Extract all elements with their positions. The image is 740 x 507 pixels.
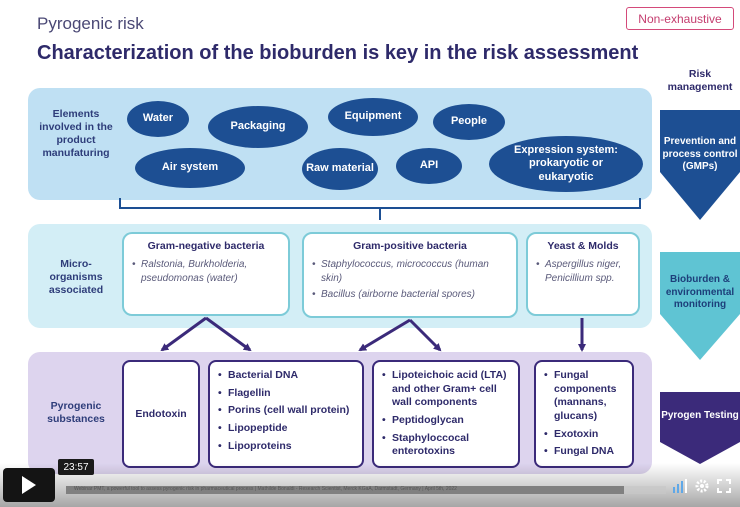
monitoring-label: Bioburden & environmental monitoring — [665, 274, 735, 310]
video-bar-gradient — [0, 463, 740, 507]
page-title: Characterization of the bioburden is key… — [37, 42, 639, 64]
progress-fill — [66, 486, 624, 494]
endotoxin-box: Endotoxin — [122, 360, 200, 468]
list-item: Bacillus (airborne bacterial spores) — [312, 288, 508, 302]
risk-management-heading: Risk management — [667, 68, 733, 94]
endotoxin-label: Endotoxin — [135, 408, 187, 420]
volume-icon[interactable] — [672, 478, 688, 494]
list-item: Lipopeptide — [218, 422, 354, 436]
yeast-molds-title: Yeast & Molds — [547, 240, 619, 252]
list-item: Porins (cell wall protein) — [218, 404, 354, 418]
gram-positive-components-list: Lipoteichoic acid (LTA) and other Gram+ … — [382, 369, 510, 459]
list-item: Bacterial DNA — [218, 369, 354, 383]
gram-negative-box: Gram-negative bacteria Ralstonia, Burkho… — [122, 232, 290, 316]
elements-bracket — [119, 198, 641, 209]
list-item: Fungal components (mannans, glucans) — [544, 369, 624, 424]
pyrogen-testing-label: Pyrogen Testing — [661, 410, 739, 421]
element-raw-material: Raw material — [302, 148, 378, 190]
prevention-arrow: Prevention and process control (GMPs) — [660, 110, 740, 220]
element-people: People — [433, 104, 505, 140]
monitoring-arrow: Bioburden & environmental monitoring — [660, 252, 740, 360]
gram-positive-components-box: Lipoteichoic acid (LTA) and other Gram+ … — [372, 360, 520, 468]
monitoring-arrow-shape — [660, 252, 740, 360]
list-item: Lipoproteins — [218, 440, 354, 454]
bacterial-components-list: Bacterial DNA Flagellin Porins (cell wal… — [218, 369, 354, 453]
arrow-gram-positive-to-lta — [408, 318, 442, 352]
progress-bar[interactable] — [66, 486, 666, 494]
element-air-system: Air system — [135, 148, 245, 188]
arrow-to-bacterial — [205, 316, 252, 352]
non-exhaustive-badge: Non-exhaustive — [626, 7, 734, 30]
fungal-components-box: Fungal components (mannans, glucans) Exo… — [534, 360, 634, 468]
time-tooltip: 23:57 — [58, 459, 94, 475]
list-item: Lipoteichoic acid (LTA) and other Gram+ … — [382, 369, 510, 410]
list-item: Staphylococcus, micrococcus (human skin) — [312, 258, 508, 285]
list-item: Peptidoglycan — [382, 414, 510, 428]
list-item: Exotoxin — [544, 428, 624, 442]
gram-positive-box: Gram-positive bacteria Staphylococcus, m… — [302, 232, 518, 318]
element-equipment: Equipment — [328, 98, 418, 136]
element-water: Water — [127, 101, 189, 137]
element-expression-system: Expression system: prokaryotic or eukary… — [489, 136, 643, 192]
subtitle: Pyrogenic risk — [37, 14, 144, 33]
play-button[interactable] — [3, 468, 55, 502]
arrow-gram-positive-to-bacterial — [358, 318, 411, 352]
fungal-components-list: Fungal components (mannans, glucans) Exo… — [544, 369, 624, 459]
row-label-micro: Micro-organisms associated — [48, 258, 104, 297]
list-item: Aspergillus niger, Penicillium spp. — [536, 258, 630, 285]
arrow-to-endotoxin — [160, 316, 207, 352]
element-packaging: Packaging — [208, 106, 308, 148]
video-caption: Webinar PMT, a powerful tool to assess p… — [74, 486, 457, 492]
row-label-pyrogenic: Pyrogenic substances — [47, 400, 105, 426]
yeast-molds-box: Yeast & Molds Aspergillus niger, Penicil… — [526, 232, 640, 316]
prevention-label: Prevention and process control (GMPs) — [662, 136, 738, 172]
pyrogen-testing-arrow-shape — [660, 392, 740, 464]
gram-positive-list: Staphylococcus, micrococcus (human skin)… — [312, 258, 508, 302]
list-item: Ralstonia, Burkholderia, pseudomonas (wa… — [132, 258, 280, 285]
row-label-elements: Elements involved in the product manufat… — [39, 108, 113, 160]
gram-negative-list: Ralstonia, Burkholderia, pseudomonas (wa… — [132, 258, 280, 285]
element-api: API — [396, 148, 462, 184]
play-icon — [22, 476, 36, 494]
yeast-molds-list: Aspergillus niger, Penicillium spp. — [536, 258, 630, 285]
prevention-arrow-shape — [660, 110, 740, 220]
pyrogen-testing-arrow: Pyrogen Testing — [660, 392, 740, 464]
list-item: Flagellin — [218, 387, 354, 401]
settings-gear-icon[interactable] — [694, 478, 710, 494]
fullscreen-icon[interactable] — [716, 478, 732, 494]
gram-positive-title: Gram-positive bacteria — [353, 240, 467, 252]
list-item: Staphyloccocal enterotoxins — [382, 432, 510, 459]
list-item: Fungal DNA — [544, 445, 624, 459]
gram-negative-title: Gram-negative bacteria — [147, 240, 265, 252]
bacterial-components-box: Bacterial DNA Flagellin Porins (cell wal… — [208, 360, 364, 468]
